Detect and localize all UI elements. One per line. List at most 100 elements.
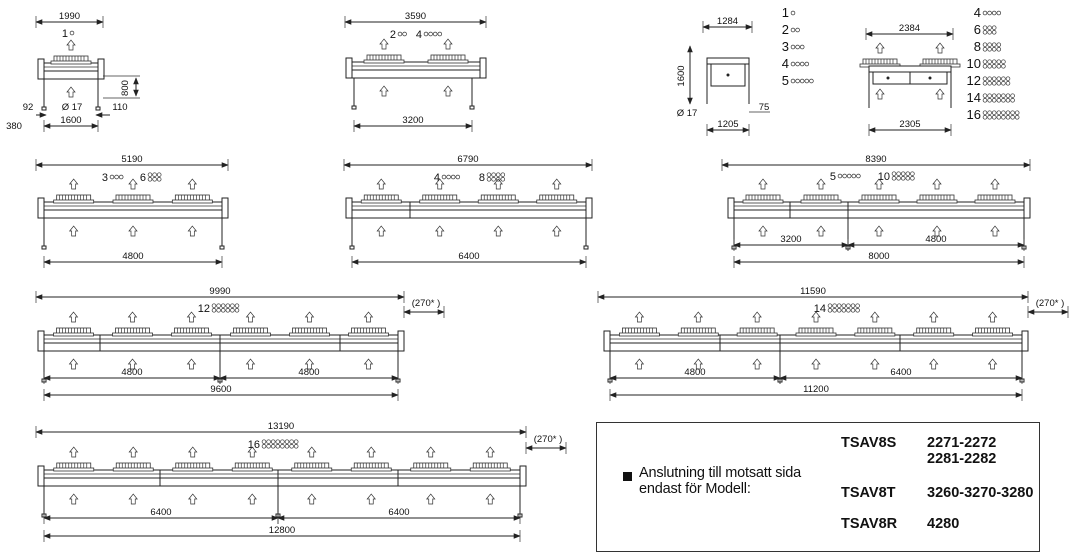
fan-circle-symbol (270, 444, 276, 449)
length-dimension: 11590 (800, 286, 826, 297)
fan-circle-symbol (987, 25, 992, 30)
fan-symbol (742, 178, 784, 204)
fan-circle-symbol (216, 308, 221, 313)
airflow-arrow-in (552, 225, 562, 237)
fan-circle-symbol (1010, 93, 1015, 98)
fan-symbol (427, 38, 469, 64)
fan-circle-symbol (846, 308, 851, 313)
model-name: TSAV8R (841, 516, 898, 532)
airflow-arrow-in (987, 358, 998, 370)
fan-base (677, 332, 719, 337)
fan-circle-symbol (982, 42, 988, 47)
airflow-arrow-up (304, 311, 315, 323)
fan-base (916, 199, 958, 204)
leg-spacing-dimension: 4800 (122, 251, 143, 262)
fan-circle-symbol (832, 308, 837, 313)
fan-count-symbol (397, 31, 407, 37)
fan-circle-symbol (211, 308, 217, 313)
fan-circle-symbol (114, 174, 119, 180)
fan-circle-symbol (996, 81, 1002, 86)
fan-circle-symbol (991, 76, 997, 81)
airflow-arrow-up (127, 311, 138, 323)
fan-symbol (230, 311, 271, 337)
fan-circle-symbol (284, 444, 290, 449)
unit-end-cap (37, 465, 45, 487)
fan-base (112, 467, 154, 472)
airflow-arrow-up (426, 446, 436, 458)
airflow-arrow-in (245, 358, 256, 370)
fan-circle-symbol (991, 98, 997, 103)
airflow-arrow-up (870, 311, 880, 323)
fan-circle-symbol (289, 444, 294, 449)
airflow-arrow-in (928, 358, 939, 370)
note-bullet-square (623, 472, 632, 481)
airflow-arrow-in (634, 358, 645, 370)
fan-base (348, 332, 389, 337)
fan-symbol (919, 42, 961, 68)
fan-count-label: 12 (198, 303, 210, 315)
fan-base (742, 199, 784, 204)
fan-circle-symbol (987, 10, 992, 16)
fan-circle-symbol (446, 174, 451, 180)
fan-circle-symbol (856, 173, 861, 179)
fan-circle-symbol (996, 98, 1002, 103)
fan-circle-symbol (996, 59, 1002, 64)
fan-circle-symbol (1010, 98, 1015, 103)
model-code: 4280 (927, 516, 960, 532)
airflow-arrow-in (128, 493, 138, 505)
fan-circle-symbol (891, 176, 897, 181)
fan-circle-symbol (1010, 115, 1015, 120)
fan-symbol (419, 178, 461, 204)
fan-circle-symbol (996, 10, 1002, 16)
fan-circle-symbol (841, 303, 847, 308)
fan-symbol (477, 178, 519, 204)
fan-symbol (536, 178, 578, 204)
fan-base (231, 467, 273, 472)
legend-symbol (982, 93, 1015, 103)
fan-base (53, 332, 94, 337)
fan-circle-symbol (1001, 98, 1006, 103)
fan-symbol (291, 446, 333, 472)
fan-circle-symbol (991, 110, 997, 115)
airflow-arrow-in (188, 493, 198, 505)
fan-circle-symbol (455, 174, 461, 180)
fan-base (469, 467, 511, 472)
legend-symbol (982, 110, 1020, 120)
length-dimension: 1990 (59, 11, 80, 22)
fan-circle-symbol (220, 308, 226, 313)
unit-foot (41, 106, 47, 111)
fan-count-label: 5 (830, 171, 836, 183)
fan-circle-symbol (156, 172, 162, 177)
fan-circle-symbol (234, 303, 240, 308)
fan-circle-symbol (225, 303, 231, 308)
fan-circle-symbol (991, 42, 997, 47)
airflow-arrow-up (928, 311, 939, 323)
fan-base (350, 467, 392, 472)
legend-count-label: 3 (782, 39, 789, 54)
fan-base (536, 199, 578, 204)
fan-symbol (363, 38, 405, 64)
fan-circle-symbol (910, 176, 915, 181)
fan-circle-symbol (991, 64, 997, 69)
airflow-arrow-up (443, 38, 453, 50)
model-code: 3260-3270-3280 (927, 485, 1034, 501)
width-dimension: 1205 (717, 119, 738, 130)
fan-circle-symbol (987, 64, 992, 69)
fan-circle-symbol (1001, 76, 1006, 81)
fan-count-label: 4 (416, 29, 422, 41)
total-leg-spacing-dimension: 9600 (210, 384, 231, 395)
fan-circle-symbol (987, 47, 992, 52)
unit-end-cap (221, 197, 229, 219)
airflow-arrow-up (634, 311, 645, 323)
unit-coil-frame (733, 209, 1025, 219)
unit-foot (95, 106, 101, 111)
leg-spacing-dimension: 1600 (60, 115, 81, 126)
fan-symbol (289, 311, 330, 337)
offset-note-label: (270* ) (534, 434, 563, 445)
leg-spacing-dimension: 4800 (925, 234, 946, 245)
fan-circle-symbol (982, 81, 988, 86)
fan-base (795, 332, 837, 337)
fan-base (410, 467, 452, 472)
fan-circle-symbol (837, 173, 843, 179)
